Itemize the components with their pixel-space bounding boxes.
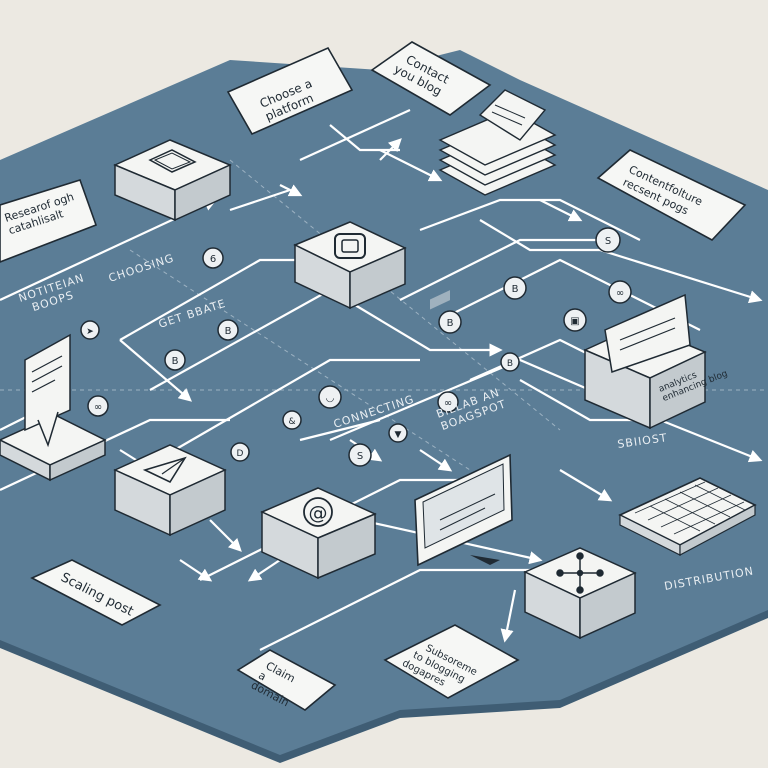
svg-text:∞: ∞ [616, 288, 624, 299]
link-icon: ∞ [87, 395, 109, 417]
network-icon [556, 552, 604, 594]
email-icon [148, 149, 197, 173]
node-email-top [113, 139, 232, 222]
bookmark-icon [334, 233, 366, 259]
at-sign-icon: @ [303, 497, 333, 527]
node-network [523, 547, 637, 640]
svg-text:B: B [447, 318, 454, 329]
svg-text:B: B [512, 284, 519, 295]
blog-b-icon: B [438, 310, 462, 334]
svg-text:B: B [172, 356, 179, 367]
blog-b-icon: S [595, 227, 621, 253]
card-choose-platform: Choose a platform [226, 46, 354, 136]
svg-text:6: 6 [210, 254, 216, 265]
svg-text:@: @ [309, 502, 328, 524]
svg-text:◡: ◡ [326, 393, 335, 404]
blog-b-icon: B [500, 352, 520, 372]
svg-text:B: B [225, 326, 232, 337]
blog-b-icon: B [217, 319, 239, 341]
bookmark-icon: ▼ [388, 423, 408, 443]
svg-text:➤: ➤ [86, 327, 94, 337]
paper-plane-icon [142, 456, 187, 484]
svg-text:&: & [288, 417, 295, 427]
blog-b-icon: 6 [202, 247, 224, 269]
blog-b-icon: B [164, 349, 186, 371]
node-analytics-box: analytics enhancing blog [583, 293, 729, 430]
svg-text:▣: ▣ [570, 316, 579, 327]
keyboard-icon [618, 477, 757, 556]
card-research-categories: Researof ogh catahlisalt [0, 179, 98, 263]
blog-b-icon: S [348, 443, 372, 467]
svg-text:S: S [605, 236, 611, 247]
svg-text:∞: ∞ [444, 398, 452, 409]
link-icon: ∞ [608, 280, 632, 304]
badges: 6 B B ∞ ➤ ◡ & B B S ∞ ▣ B ▼ S D ∞ [80, 227, 632, 467]
node-at-sign: @ [260, 487, 377, 580]
blog-b-icon: B [503, 276, 527, 300]
svg-text:B: B [507, 359, 513, 369]
connectors [0, 108, 763, 651]
link-icon: & [282, 410, 302, 430]
node-left-plane [113, 444, 227, 537]
card-subscribe-blog: Subsoreme to blogging dogapres [383, 624, 520, 699]
svg-text:▼: ▼ [395, 430, 402, 440]
svg-text:D: D [237, 449, 244, 459]
svg-text:∞: ∞ [94, 402, 102, 413]
link-icon: ∞ [437, 391, 459, 413]
card-contact-blog: Contact you blog [370, 41, 492, 116]
document-stack-icon [438, 89, 557, 196]
svg-text:S: S [357, 451, 363, 462]
node-center-top [293, 221, 407, 310]
laptop-icon [414, 290, 513, 567]
node-left-pad [0, 333, 107, 482]
bookmark-icon: D [230, 442, 250, 462]
document-icon [24, 333, 71, 448]
paper-plane-icon: ➤ [80, 320, 100, 340]
blog-b-icon: ◡ [318, 385, 342, 409]
bookmark-icon: ▣ [563, 308, 587, 332]
